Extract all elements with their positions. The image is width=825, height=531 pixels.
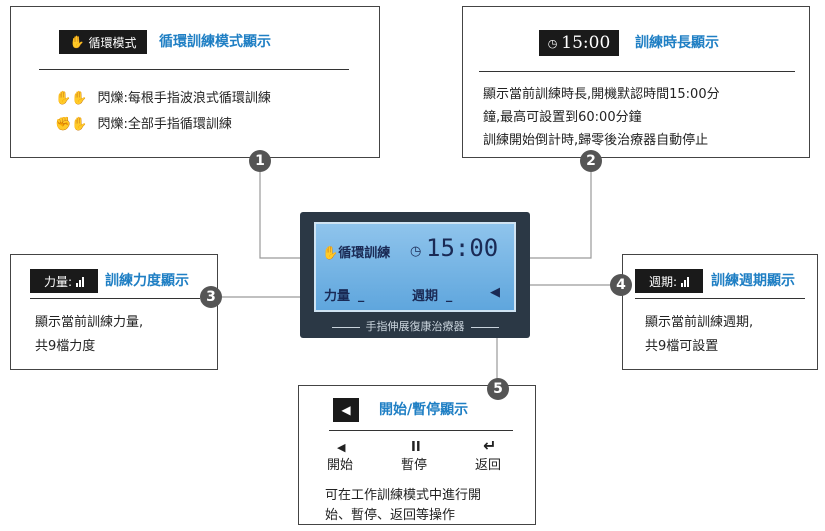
- divider: [329, 430, 513, 431]
- marker-2: 2: [580, 150, 602, 172]
- callout-box-start-pause: ◀ 開始/暫停顯示 ◀ II ↵ 開始 暫停 返回 可在工作訓練模式中進行開 始…: [298, 385, 536, 525]
- callout-box-force: 力量: 訓練力度顯示 顯示當前訓練力量, 共9檔力度: [10, 254, 218, 370]
- marker-1: 1: [249, 150, 271, 172]
- divider: [635, 298, 805, 299]
- force-line-2: 共9檔力度: [35, 339, 96, 354]
- return-icon: ↵: [483, 436, 497, 455]
- divider: [30, 298, 200, 299]
- device-panel: ✋循環訓練 ◷ 15:00 力量▁ 週期▁ ◀ 手指伸展復康治療器: [300, 212, 530, 338]
- pause-label: 暫停: [401, 458, 428, 473]
- marker-3: 3: [200, 286, 222, 308]
- lcd-screen: ✋循環訓練 ◷ 15:00 力量▁ 週期▁ ◀: [314, 222, 516, 312]
- play-tag: ◀: [333, 398, 359, 422]
- device-label: 手指伸展復康治療器: [300, 318, 530, 334]
- lcd-time: 15:00: [426, 234, 499, 262]
- time-line-1: 顯示當前訓練時長,開機默認時間15:00分: [483, 87, 720, 102]
- callout-box-mode: ✋ 循環模式 循環訓練模式顯示 ✋✋ 閃爍:每根手指波浪式循環訓練 ✊✋ 閃爍:…: [10, 6, 380, 158]
- time-line-2: 鐘,最高可設置到60:00分鐘: [483, 110, 642, 125]
- period-line-1: 顯示當前訓練週期,: [645, 315, 754, 330]
- start-pause-line-1: 可在工作訓練模式中進行開: [325, 488, 482, 503]
- signal-bars-icon: [76, 276, 85, 287]
- clock-icon: ◷: [547, 36, 558, 50]
- force-line-1: 顯示當前訓練力量,: [35, 315, 144, 330]
- mode-tag: ✋ 循環模式: [59, 30, 147, 54]
- marker-5: 5: [487, 378, 509, 400]
- start-label: 開始: [327, 458, 354, 473]
- pause-icon: II: [411, 440, 421, 455]
- lcd-force: 力量▁: [324, 289, 365, 304]
- mode-line-2: ✊✋ 閃爍:全部手指循環訓練: [55, 117, 232, 132]
- mode-tag-label: 循環模式: [88, 35, 137, 50]
- time-line-3: 訓練開始倒計時,歸零後治療器自動停止: [483, 133, 709, 148]
- lcd-clock-icon: ◷: [410, 244, 422, 259]
- callout-box-time: ◷ 15:00 訓練時長顯示 顯示當前訓練時長,開機默認時間15:00分 鐘,最…: [462, 6, 810, 158]
- lcd-play-icon: ◀: [490, 285, 500, 300]
- force-tag: 力量:: [30, 269, 98, 293]
- signal-bars-icon: [681, 276, 690, 287]
- fist-hands-icon: ✊✋: [55, 117, 88, 132]
- force-title: 訓練力度顯示: [105, 273, 189, 289]
- start-icon: ◀: [337, 441, 346, 454]
- marker-4: 4: [610, 274, 632, 296]
- callout-box-period: 週期: 訓練週期顯示 顯示當前訓練週期, 共9檔可設置: [622, 254, 818, 370]
- divider: [479, 71, 795, 72]
- hand-icon: ✋: [69, 35, 85, 49]
- period-title: 訓練週期顯示: [711, 273, 795, 289]
- start-pause-line-2: 始、暫停、返回等操作: [325, 508, 456, 523]
- back-label: 返回: [475, 458, 502, 473]
- start-pause-title: 開始/暫停顯示: [379, 402, 469, 418]
- hand-icon: ✋: [322, 246, 339, 261]
- lcd-period: 週期▁: [412, 289, 453, 304]
- divider: [39, 69, 349, 70]
- period-line-2: 共9檔可設置: [645, 339, 719, 354]
- two-hands-icon: ✋✋: [55, 91, 88, 106]
- mode-title: 循環訓練模式顯示: [159, 34, 271, 50]
- lcd-mode: ✋循環訓練: [322, 246, 391, 261]
- time-tag: ◷ 15:00: [539, 30, 619, 56]
- time-title: 訓練時長顯示: [635, 35, 719, 51]
- play-left-icon: ◀: [341, 403, 351, 417]
- mode-line-1: ✋✋ 閃爍:每根手指波浪式循環訓練: [55, 91, 271, 106]
- period-tag: 週期:: [635, 269, 703, 293]
